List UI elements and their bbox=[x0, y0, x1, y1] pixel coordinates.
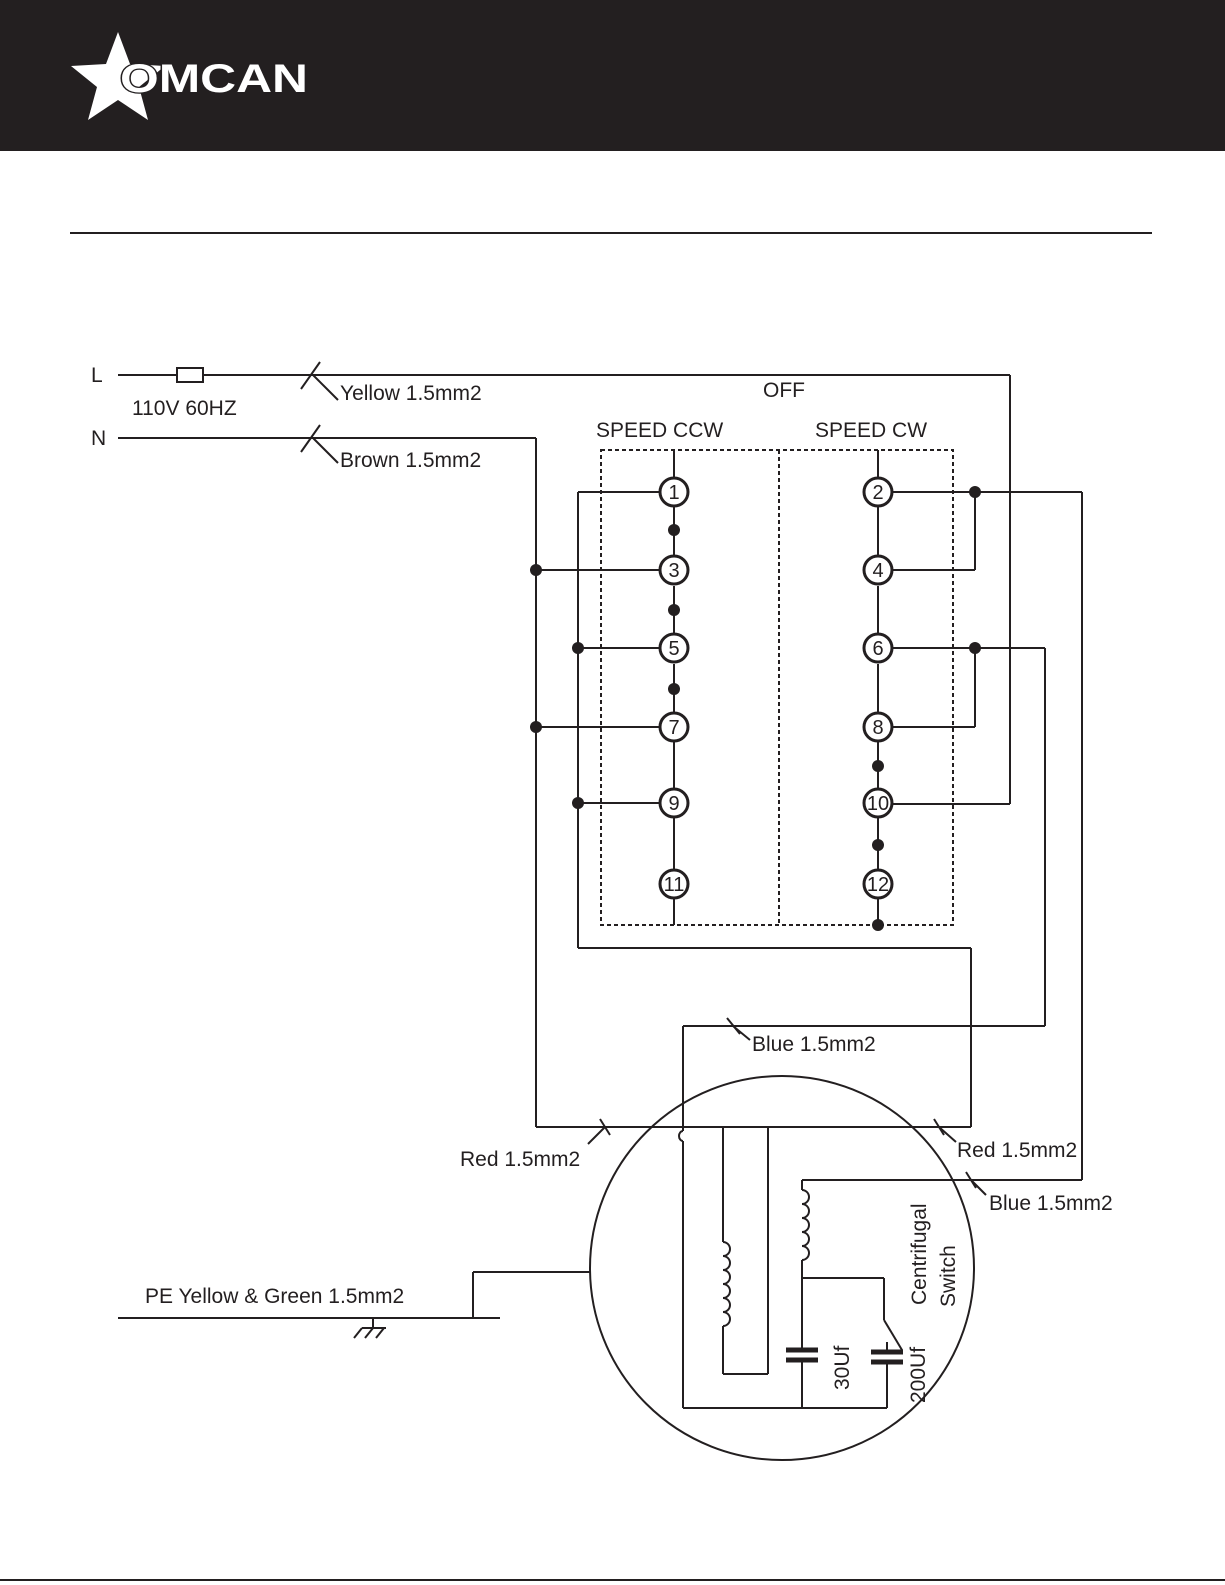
terminal-ccw-5: 5 bbox=[660, 634, 688, 662]
footer-divider bbox=[0, 1579, 1225, 1581]
label-yellow-wire: Yellow 1.5mm2 bbox=[340, 382, 482, 405]
aux-winding-coil bbox=[802, 1190, 809, 1260]
label-earth-wire: PE Yellow & Green 1.5mm2 bbox=[145, 1285, 404, 1308]
label-cap-200uf: 200Uf bbox=[907, 1347, 930, 1403]
terminal-number: 7 bbox=[668, 717, 679, 739]
terminal-ccw-1: 1 bbox=[660, 478, 688, 506]
junction-dot bbox=[530, 564, 542, 576]
terminal-number: 4 bbox=[872, 560, 883, 582]
switch-terminals: 1 3 5 7 9 11 2 4 6 8 10 12 bbox=[660, 478, 892, 898]
terminal-number: 6 bbox=[872, 638, 883, 660]
junction-dot bbox=[572, 797, 584, 809]
label-centrifugal: Centrifugal bbox=[908, 1203, 931, 1305]
label-off: OFF bbox=[763, 379, 805, 402]
label-line: L bbox=[91, 364, 103, 387]
terminal-cw-6: 6 bbox=[864, 634, 892, 662]
label-red-wire-left: Red 1.5mm2 bbox=[460, 1148, 580, 1171]
junction-dot bbox=[969, 642, 981, 654]
terminal-cw-12: 12 bbox=[864, 870, 892, 898]
main-winding-coil bbox=[723, 1242, 730, 1326]
terminal-number: 9 bbox=[668, 793, 679, 815]
label-neutral: N bbox=[91, 427, 106, 450]
junction-dot bbox=[872, 919, 884, 931]
terminal-number: 11 bbox=[664, 874, 685, 896]
fuse-symbol bbox=[177, 368, 203, 382]
label-blue-wire-right: Blue 1.5mm2 bbox=[989, 1192, 1113, 1215]
junction-dot bbox=[872, 760, 884, 772]
junction-dot bbox=[668, 524, 680, 536]
switch-box bbox=[601, 450, 953, 925]
label-speed-ccw: SPEED CCW bbox=[596, 419, 723, 442]
label-switch: Switch bbox=[937, 1245, 960, 1307]
junction-dots bbox=[530, 486, 981, 931]
terminal-number: 5 bbox=[668, 638, 679, 660]
label-brown-wire: Brown 1.5mm2 bbox=[340, 449, 481, 472]
label-red-wire-right: Red 1.5mm2 bbox=[957, 1139, 1077, 1162]
terminal-number: 1 bbox=[668, 482, 679, 504]
junction-dot bbox=[668, 604, 680, 616]
terminal-ccw-3: 3 bbox=[660, 556, 688, 584]
junction-dot bbox=[530, 721, 542, 733]
terminal-ccw-11: 11 bbox=[660, 870, 688, 898]
label-supply-rating: 110V 60HZ bbox=[132, 397, 237, 420]
terminal-cw-10: 10 bbox=[864, 789, 892, 817]
terminal-number: 12 bbox=[867, 874, 889, 896]
terminal-ccw-9: 9 bbox=[660, 789, 688, 817]
label-cap-30uf: 30Uf bbox=[831, 1345, 854, 1390]
terminal-number: 2 bbox=[872, 482, 883, 504]
junction-dot bbox=[572, 642, 584, 654]
terminal-number: 3 bbox=[668, 560, 679, 582]
label-blue-wire-top: Blue 1.5mm2 bbox=[752, 1033, 876, 1056]
junction-dot bbox=[969, 486, 981, 498]
terminal-ccw-7: 7 bbox=[660, 713, 688, 741]
terminal-cw-4: 4 bbox=[864, 556, 892, 584]
terminal-cw-2: 2 bbox=[864, 478, 892, 506]
terminal-cw-8: 8 bbox=[864, 713, 892, 741]
terminal-number: 10 bbox=[867, 793, 889, 815]
terminal-number: 8 bbox=[872, 717, 883, 739]
label-speed-cw: SPEED CW bbox=[815, 419, 927, 442]
junction-dot bbox=[872, 839, 884, 851]
junction-dot bbox=[668, 683, 680, 695]
